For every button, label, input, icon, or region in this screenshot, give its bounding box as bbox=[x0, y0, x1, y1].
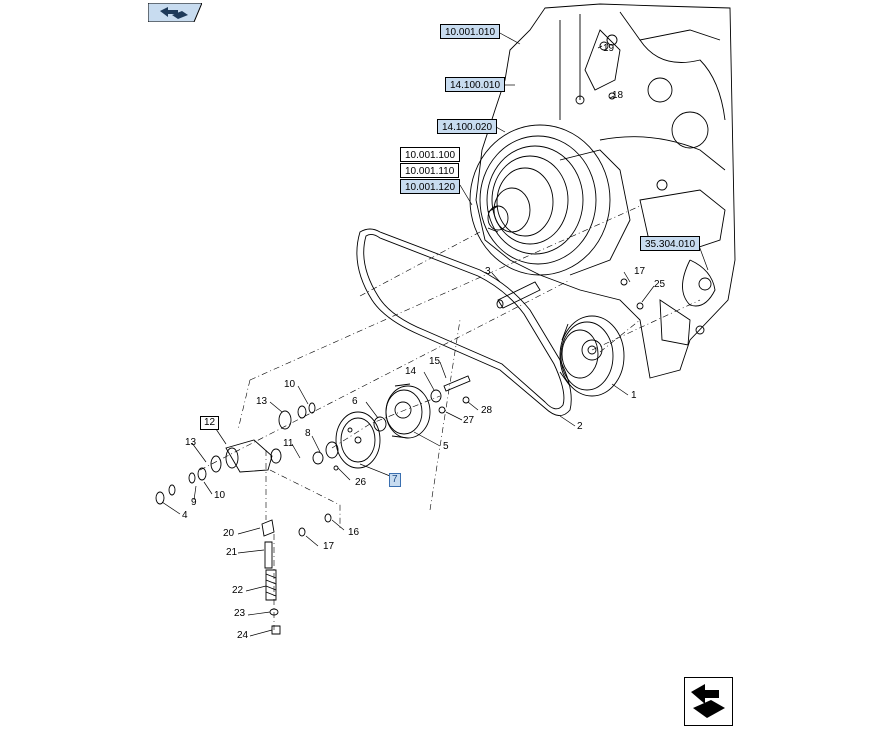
ref-box-35-304-010[interactable]: 35.304.010 bbox=[640, 236, 701, 251]
previous-page-button[interactable] bbox=[147, 2, 203, 23]
ref-box-10-001-010[interactable]: 10.001.010 bbox=[440, 24, 501, 39]
part-19 bbox=[599, 41, 609, 51]
pulley-part-1 bbox=[559, 315, 625, 397]
callout-13-upper: 13 bbox=[256, 396, 268, 407]
washer-part-28 bbox=[462, 396, 470, 404]
tensioner-pulley-part-5 bbox=[385, 383, 431, 439]
callout-6: 6 bbox=[352, 396, 358, 407]
drive-belt-part-2 bbox=[356, 228, 572, 416]
construction-lines bbox=[199, 205, 701, 630]
tensioner-arm-part-12 bbox=[155, 402, 339, 505]
bearing-part-6 bbox=[373, 416, 387, 432]
crankshaft-damper bbox=[469, 124, 631, 276]
callout-7-selected[interactable]: 7 bbox=[389, 473, 401, 487]
callout-8: 8 bbox=[305, 428, 311, 439]
callout-16: 16 bbox=[348, 527, 360, 538]
callout-1: 1 bbox=[631, 390, 637, 401]
callout-28: 28 bbox=[481, 405, 493, 416]
part-25 bbox=[636, 302, 644, 310]
callout-22: 22 bbox=[232, 585, 244, 596]
washer-part-14 bbox=[430, 389, 442, 403]
callout-4: 4 bbox=[182, 510, 188, 521]
callout-15: 15 bbox=[429, 356, 441, 367]
callout-9: 9 bbox=[191, 497, 197, 508]
callout-17-upper: 17 bbox=[634, 266, 646, 277]
previous-page-icon bbox=[147, 2, 203, 23]
washer-part-27 bbox=[438, 406, 446, 414]
engine-block bbox=[475, 3, 736, 379]
part-18 bbox=[608, 92, 616, 100]
next-page-icon bbox=[691, 684, 725, 718]
callout-19: 19 bbox=[603, 43, 615, 54]
callout-10-upper: 10 bbox=[284, 379, 296, 390]
callout-17-lower: 17 bbox=[323, 541, 335, 552]
callout-18: 18 bbox=[612, 90, 624, 101]
callout-25: 25 bbox=[654, 279, 666, 290]
callout-2: 2 bbox=[577, 421, 583, 432]
callout-27: 27 bbox=[463, 415, 475, 426]
callout-20: 20 bbox=[223, 528, 235, 539]
bolt-part-15 bbox=[443, 375, 471, 392]
callout-12: 12 bbox=[200, 416, 220, 430]
callout-10-lower: 10 bbox=[214, 490, 226, 501]
callout-26: 26 bbox=[355, 477, 367, 488]
next-page-button[interactable] bbox=[684, 677, 733, 726]
callout-13-lower: 13 bbox=[185, 437, 197, 448]
spring-assembly bbox=[261, 513, 332, 635]
ref-box-10-001-100[interactable]: 10.001.100 bbox=[400, 147, 461, 162]
callout-11: 11 bbox=[283, 438, 294, 449]
ref-box-10-001-120[interactable]: 10.001.120 bbox=[400, 179, 461, 194]
part-17-upper bbox=[620, 278, 628, 286]
ref-box-14-100-020[interactable]: 14.100.020 bbox=[437, 119, 498, 134]
callout-14: 14 bbox=[405, 366, 417, 377]
callout-5: 5 bbox=[443, 441, 449, 452]
cover-plate-part-7 bbox=[335, 411, 381, 469]
shaft-part-3 bbox=[496, 281, 541, 309]
callout-21: 21 bbox=[226, 547, 238, 558]
callout-3: 3 bbox=[485, 266, 491, 277]
callout-24: 24 bbox=[237, 630, 249, 641]
ref-box-14-100-010[interactable]: 14.100.010 bbox=[445, 77, 506, 92]
ref-box-10-001-110[interactable]: 10.001.110 bbox=[400, 163, 460, 178]
leader-lines bbox=[161, 31, 709, 637]
callout-23: 23 bbox=[234, 608, 246, 619]
